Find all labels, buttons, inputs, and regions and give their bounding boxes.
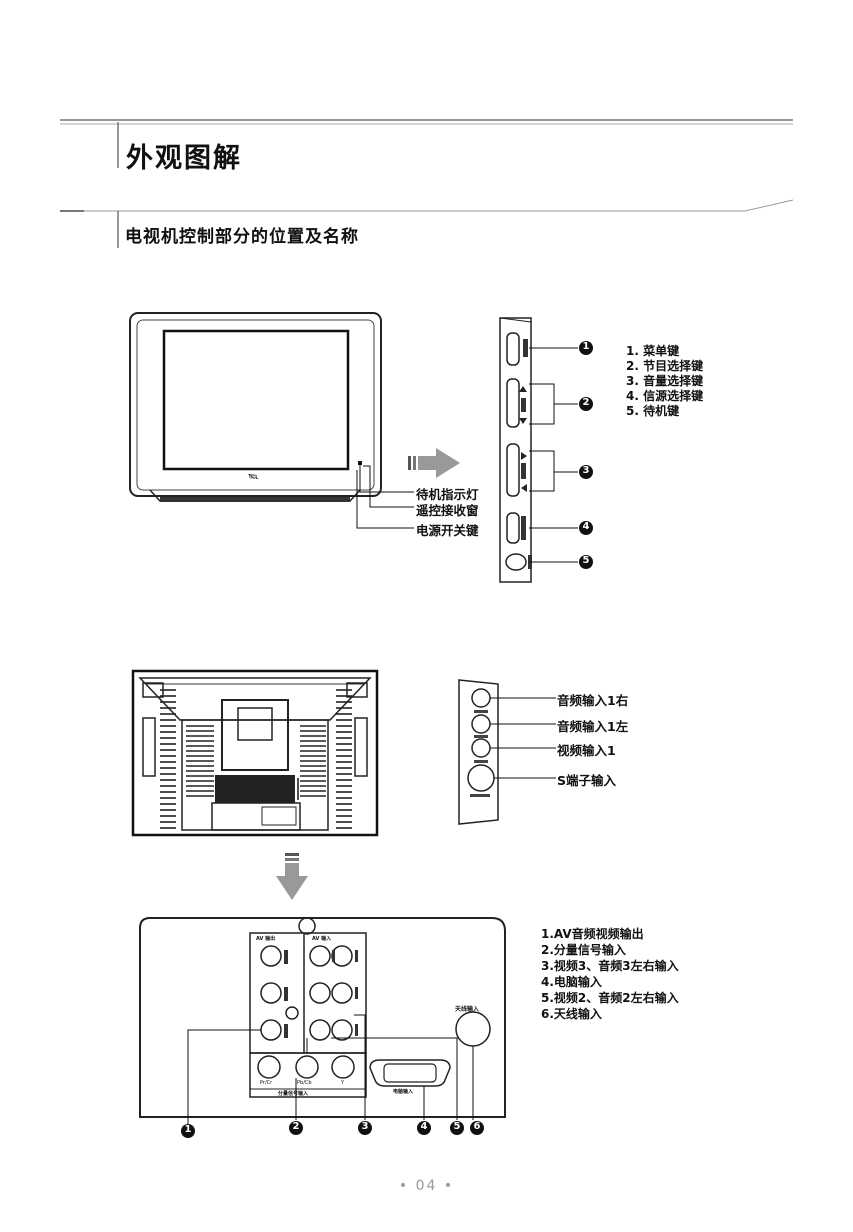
rear-legend-item: 2.分量信号输入 bbox=[541, 943, 626, 957]
front-legend: 1. 菜单键 2. 节目选择键 3. 音量选择键 4. 信源选择键 5. 待机键 bbox=[626, 344, 703, 419]
callout-audio-in-right: 音频输入1右 bbox=[557, 693, 629, 708]
tv-brand-mark: TCL bbox=[248, 475, 258, 481]
label-component: 分量信号输入 bbox=[278, 1091, 309, 1097]
callout-standby-indicator: 待机指示灯 bbox=[416, 487, 479, 502]
label-pr: Pr/Cr bbox=[260, 1080, 273, 1086]
label-av-out: AV 输出 bbox=[256, 936, 276, 942]
label-antenna: 天线输入 bbox=[455, 1006, 480, 1013]
page-title: 外观图解 bbox=[126, 143, 242, 174]
rear-marker-5: 5 bbox=[453, 1121, 461, 1132]
callout-s-video-in: S端子输入 bbox=[557, 773, 617, 788]
rear-vent-hatching bbox=[160, 689, 352, 829]
front-marker-3: 3 bbox=[582, 465, 590, 476]
callout-video-in: 视频输入1 bbox=[557, 743, 616, 758]
callout-power-switch: 电源开关键 bbox=[416, 523, 479, 538]
front-legend-item: 5. 待机键 bbox=[626, 404, 680, 418]
rear-marker-1: 1 bbox=[184, 1124, 192, 1135]
label-y: Y bbox=[341, 1080, 345, 1086]
front-markers bbox=[579, 341, 593, 569]
front-legend-item: 4. 信源选择键 bbox=[626, 389, 704, 403]
rear-legend-item: 3.视频3、音频3左右输入 bbox=[541, 959, 679, 973]
rear-marker-6: 6 bbox=[473, 1121, 481, 1132]
front-legend-item: 2. 节目选择键 bbox=[626, 359, 704, 373]
rear-legend-item: 6.天线输入 bbox=[541, 1007, 602, 1021]
rear-markers bbox=[181, 1121, 484, 1138]
front-marker-4: 4 bbox=[582, 521, 590, 532]
front-control-strip bbox=[499, 317, 578, 583]
section-subtitle: 电视机控制部分的位置及名称 bbox=[125, 227, 359, 247]
callout-remote-receiver: 遥控接收窗 bbox=[416, 503, 479, 518]
label-av-in: AV 输入 bbox=[312, 936, 332, 942]
rear-marker-4: 4 bbox=[420, 1121, 428, 1132]
rear-legend-item: 5.视频2、音频2左右输入 bbox=[541, 991, 679, 1005]
front-marker-1: 1 bbox=[582, 341, 590, 352]
rear-tv-illustration bbox=[131, 669, 379, 837]
rear-legend-item: 4.电脑输入 bbox=[541, 975, 602, 989]
tv-brand: TCL bbox=[248, 474, 258, 480]
front-marker-2: 2 bbox=[582, 397, 590, 408]
front-legend-item: 3. 音量选择键 bbox=[626, 374, 704, 388]
label-pc-in: 电脑输入 bbox=[393, 1089, 414, 1095]
page-number: • 04 • bbox=[398, 1178, 455, 1194]
rear-legend-item: 1.AV音频视频输出 bbox=[541, 927, 644, 941]
rear-legend: 1.AV音频视频输出 2.分量信号输入 3.视频3、音频3左右输入 4.电脑输入… bbox=[541, 926, 679, 1022]
front-tv-illustration: TCL bbox=[129, 312, 460, 529]
rear-marker-2: 2 bbox=[292, 1121, 300, 1132]
front-legend-item: 1. 菜单键 bbox=[626, 344, 680, 358]
rear-marker-3: 3 bbox=[361, 1121, 369, 1132]
side-av-panel bbox=[458, 679, 556, 825]
page-number-value: 04 bbox=[415, 1178, 438, 1194]
front-marker-5: 5 bbox=[582, 555, 590, 566]
down-arrow-icon bbox=[276, 853, 308, 900]
label-pb: Pb/Cb bbox=[297, 1080, 312, 1086]
rear-connector-panel bbox=[139, 917, 506, 1127]
callout-audio-in-left: 音频输入1左 bbox=[557, 719, 629, 734]
